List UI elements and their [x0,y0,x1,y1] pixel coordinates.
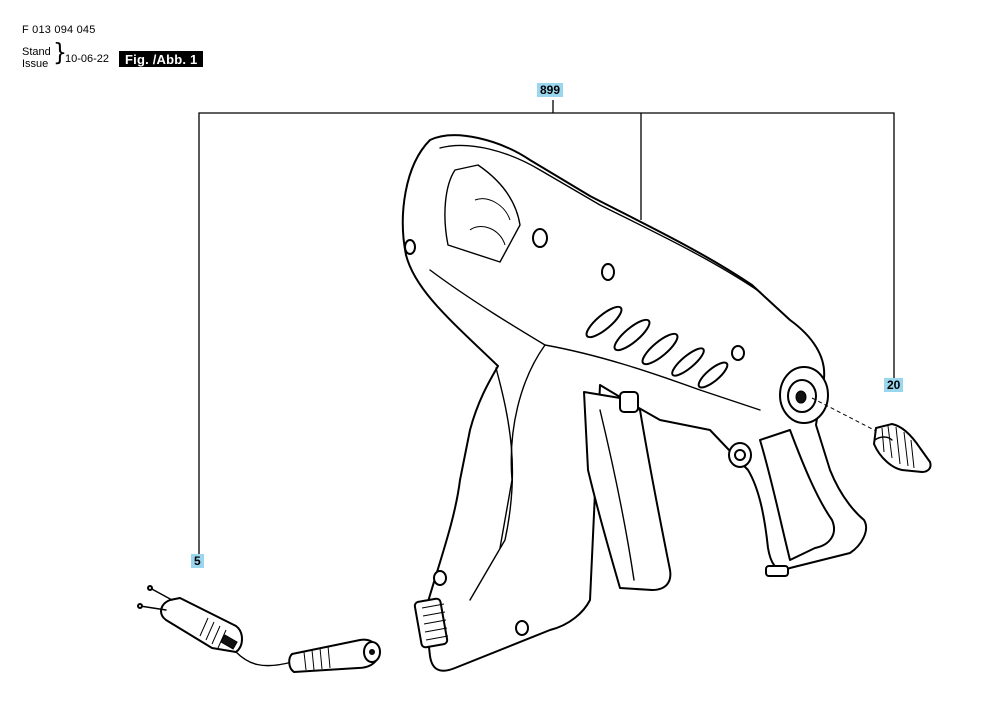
nozzle-part [873,423,932,473]
power-cord [137,585,381,673]
leader-lines-899 [198,100,895,560]
brace-glyph: } [53,39,67,68]
stand-issue-label: Stand Issue [22,46,51,70]
part-tag-5: 5 [191,554,204,568]
nozzle-socket [779,366,829,424]
grip-foot [413,570,529,649]
figure-label: Fig. /Abb. 1 [119,51,204,67]
trigger [583,391,672,591]
part-tag-899: 899 [537,83,564,97]
stand-text: Stand [22,46,51,58]
issue-text: Issue [22,58,49,70]
issue-date: 10-06-22 [65,53,110,65]
part-tag-20: 20 [884,378,904,392]
vent-slots [404,228,745,389]
document-number: F 013 094 045 [22,24,96,36]
front-stand [728,429,835,577]
glue-gun-housing [401,134,868,672]
assembly-axis [811,397,879,433]
